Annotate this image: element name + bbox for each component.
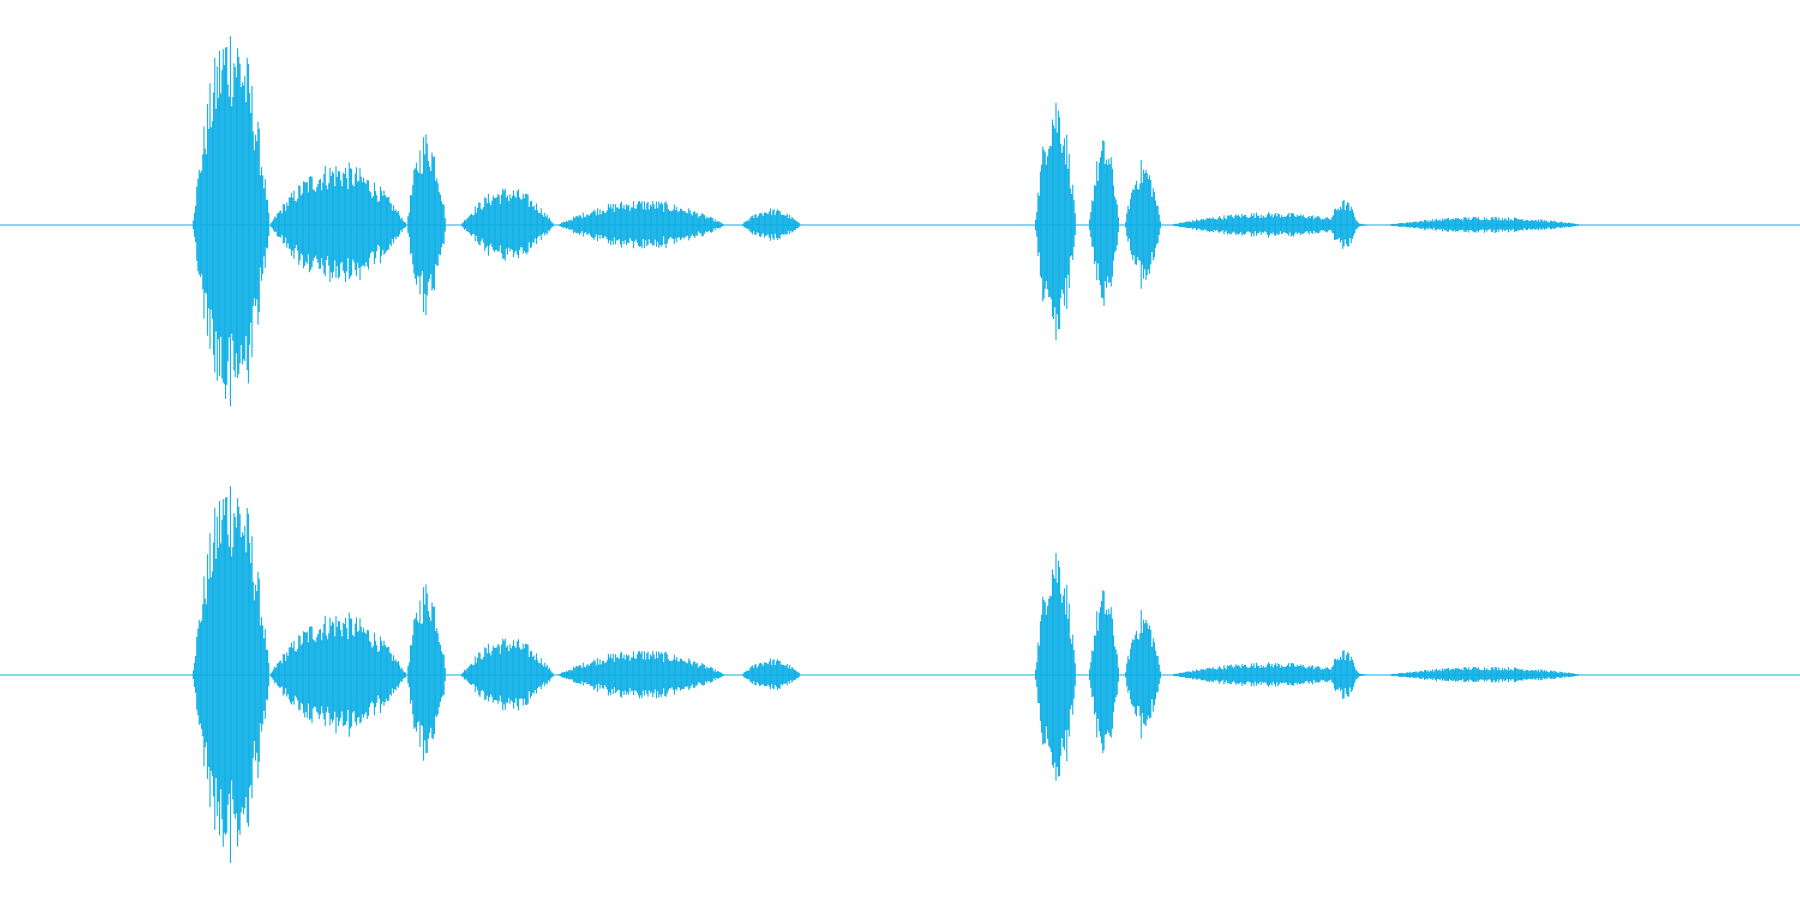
channel-left-waveform — [0, 36, 1800, 407]
channel-right-waveform — [0, 486, 1800, 863]
waveform-samples — [192, 486, 1581, 863]
waveform-samples — [192, 36, 1581, 407]
